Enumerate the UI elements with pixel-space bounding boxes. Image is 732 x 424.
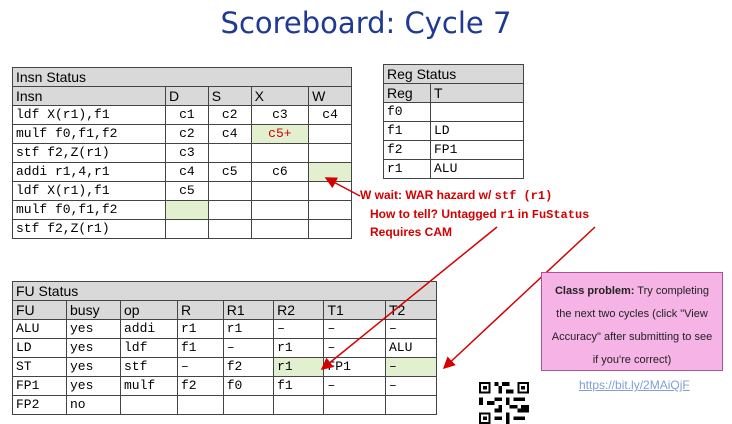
table-row: LD yes ldf f1 – r1 – ALU xyxy=(12,338,437,358)
insn-cell: stf f2,Z(r1) xyxy=(12,143,166,163)
insn-header-w: W xyxy=(308,86,352,106)
problem-link[interactable]: https://bit.ly/2MAiQjF xyxy=(579,378,690,392)
table-row: FP1 yes mulf f2 f0 f1 – – xyxy=(12,376,437,396)
reg-cell: ALU xyxy=(430,159,524,179)
table-row: ST yes stf – f2 r1 FP1 – xyxy=(12,357,437,377)
table-row: mulf f0,f1,f2 xyxy=(12,200,352,220)
table-row: r1 ALU xyxy=(383,159,524,179)
fu-cell xyxy=(120,395,178,415)
table-row: stf f2,Z(r1) c3 xyxy=(12,143,352,163)
fu-cell: ALU xyxy=(385,338,437,358)
annotation-line-1: W wait: WAR hazard w/ stf (r1) xyxy=(360,188,552,203)
annotation-code: FuStatus xyxy=(531,208,590,222)
fu-status-table: FU Status FU busy op R R1 R2 T1 T2 ALU y… xyxy=(12,281,437,415)
annotation-code: r1 xyxy=(500,208,515,222)
fu-cell: stf xyxy=(120,357,178,377)
class-problem-text: Try completing the next two cycles (clic… xyxy=(551,285,713,366)
table-row: ALU yes addi r1 r1 – – – xyxy=(12,319,437,339)
insn-cell: stf f2,Z(r1) xyxy=(12,219,166,239)
fu-cell-highlight: r1 xyxy=(273,357,325,377)
insn-cell: c2 xyxy=(207,105,252,125)
reg-header-t: T xyxy=(430,83,524,103)
insn-header-insn: Insn xyxy=(12,86,166,106)
reg-status-table: Reg Status Reg T f0 f1 LD f2 FP1 r1 ALU xyxy=(383,64,524,179)
fu-header-r2: R2 xyxy=(273,300,325,320)
arrow-to-w-cell xyxy=(324,177,361,197)
insn-cell xyxy=(308,219,352,239)
fu-header-t2: T2 xyxy=(385,300,437,320)
class-problem-heading: Class problem: xyxy=(554,285,635,297)
fu-cell-highlight: – xyxy=(385,357,437,377)
fu-cell: – xyxy=(385,319,437,339)
fu-cell: FP2 xyxy=(12,395,67,415)
table-row: stf f2,Z(r1) xyxy=(12,219,352,239)
insn-cell xyxy=(207,219,252,239)
fu-cell xyxy=(385,395,437,415)
insn-cell: mulf f0,f1,f2 xyxy=(12,200,166,220)
qr-code-icon xyxy=(479,382,529,424)
insn-cell: c6 xyxy=(250,162,310,182)
annotation-text: in xyxy=(514,207,532,221)
insn-status-table: Insn Status Insn D S X W ldf X(r1),f1 c1… xyxy=(12,67,352,239)
insn-cell: c1 xyxy=(165,105,209,125)
insn-cell: c2 xyxy=(165,124,209,144)
fu-status-caption: FU Status xyxy=(12,281,437,301)
fu-cell: r1 xyxy=(273,338,325,358)
annotation-line-3: Requires CAM xyxy=(370,225,453,239)
fu-header-op: op xyxy=(120,300,178,320)
class-problem-box: Class problem: Try completing the next t… xyxy=(541,272,723,371)
reg-cell: FP1 xyxy=(430,140,524,160)
page-title: Scoreboard: Cycle 7 xyxy=(220,6,512,40)
table-row: f2 FP1 xyxy=(383,140,524,160)
fu-cell xyxy=(273,395,325,415)
annotation-code: stf (r1) xyxy=(494,189,553,203)
insn-header-x: X xyxy=(250,86,310,106)
annotation-text: How to tell? Untagged xyxy=(370,207,500,221)
insn-cell-highlight xyxy=(165,200,209,220)
insn-cell: c4 xyxy=(207,124,252,144)
table-row: f0 xyxy=(383,102,524,122)
fu-cell: ALU xyxy=(12,319,67,339)
annotation-text: W wait: WAR hazard w/ xyxy=(360,188,495,202)
insn-cell: c4 xyxy=(308,105,352,125)
reg-status-caption: Reg Status xyxy=(383,64,524,84)
annotation-line-2: How to tell? Untagged r1 in FuStatus xyxy=(370,207,589,222)
fu-cell: f0 xyxy=(222,376,275,396)
fu-cell: no xyxy=(66,395,121,415)
arrow-to-st-r2 xyxy=(320,226,498,370)
arrow-to-st-t2 xyxy=(442,226,596,370)
fu-header-r1: R1 xyxy=(222,300,275,320)
table-row: FP2 no xyxy=(12,395,437,415)
insn-cell: ldf X(r1),f1 xyxy=(12,181,166,201)
